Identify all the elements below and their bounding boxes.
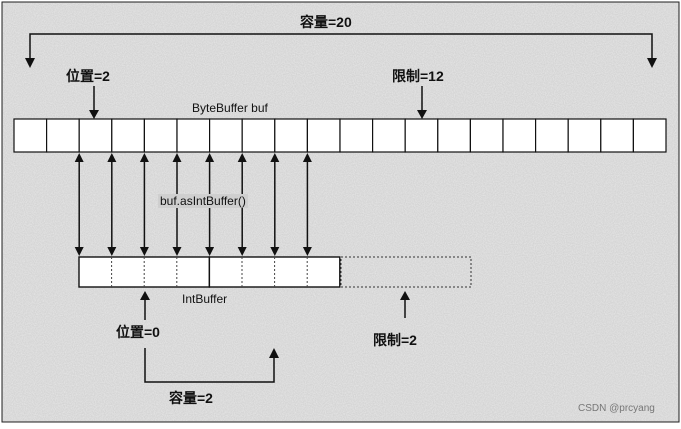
bytebuffer-cell: [274, 118, 308, 153]
intbuffer-row: [78, 256, 341, 288]
position-arrowhead-top: [89, 110, 99, 119]
bytebuffer-cell: [306, 118, 341, 153]
capacity-arrowhead-bottom: [269, 348, 279, 358]
limit-arrowhead-top: [417, 110, 427, 119]
capacity-arrowhead-right: [647, 58, 657, 68]
bytebuffer-cell: [502, 118, 537, 153]
mapping-arrow: [139, 153, 149, 256]
bytebuffer-cell: [469, 118, 504, 153]
bytebuffer-cell: [209, 118, 243, 153]
bytebuffer-cell: [600, 118, 634, 153]
method-label: buf.asIntBuffer(): [158, 194, 248, 208]
bytebuffer-cell: [45, 118, 80, 153]
limit-label-top: 限制=12: [392, 68, 444, 84]
intbuffer-name-label: IntBuffer: [182, 292, 228, 306]
bytebuffer-cell: [632, 118, 667, 153]
capacity-label-bottom: 容量=2: [169, 390, 213, 406]
capacity-bracket-bottom: [144, 348, 275, 383]
position-arrowhead-bottom: [140, 291, 150, 300]
watermark: CSDN @prcyang: [578, 403, 655, 414]
bytebuffer-cell: [143, 118, 178, 153]
bytebuffer-cell: [534, 118, 569, 153]
bytebuffer-cell: [241, 118, 276, 153]
limit-arrowhead-bottom: [400, 291, 410, 300]
bytebuffer-cell: [111, 118, 146, 153]
bytebuffer-cell: [339, 118, 374, 153]
capacity-arrowhead-left: [25, 58, 35, 68]
bytebuffer-row: [13, 118, 667, 153]
mapping-arrow: [74, 153, 84, 256]
bytebuffer-cell: [404, 118, 439, 153]
mapping-arrow: [302, 153, 312, 256]
bytebuffer-cell: [437, 118, 471, 153]
bytebuffer-cell: [567, 118, 602, 153]
mapping-arrow: [270, 153, 280, 256]
limit-label-bottom: 限制=2: [373, 332, 417, 348]
capacity-label-top: 容量=20: [300, 14, 352, 30]
bytebuffer-cell: [78, 118, 113, 153]
capacity-bracket-top: [29, 33, 653, 62]
bytebuffer-cell: [176, 118, 211, 153]
bytebuffer-cell: [13, 118, 48, 153]
intbuffer-unused-region: [340, 256, 472, 288]
mapping-arrows: [74, 153, 312, 256]
position-label-top: 位置=2: [66, 68, 110, 84]
bytebuffer-cell: [372, 118, 406, 153]
position-label-bottom: 位置=0: [116, 324, 160, 340]
bytebuffer-name-label: ByteBuffer buf: [192, 101, 268, 115]
mapping-arrow: [107, 153, 117, 256]
background-texture: [3, 3, 678, 421]
